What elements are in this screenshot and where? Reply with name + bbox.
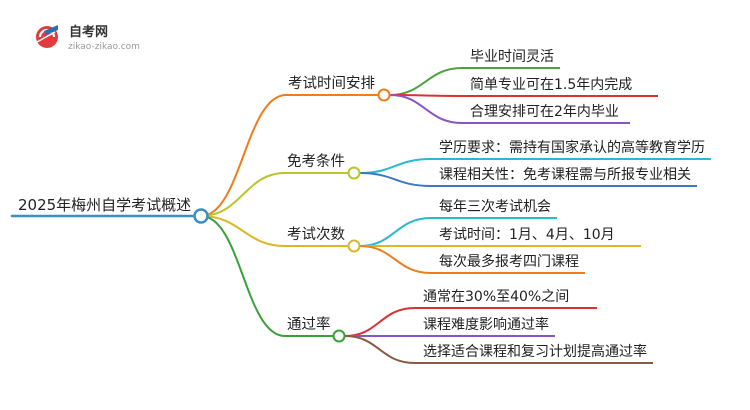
leaf-label: 毕业时间灵活: [470, 49, 554, 65]
branch-label: 考试次数: [287, 226, 345, 243]
leaf-connector: [359, 172, 432, 187]
leaf-label: 课程难度影响通过率: [423, 316, 549, 333]
branch-node-circle: [332, 329, 346, 343]
leaf-connector: [344, 307, 416, 337]
leaf-connector: [344, 335, 416, 364]
branch-label: 通过率: [287, 316, 331, 333]
branch-node-circle: [347, 239, 361, 253]
connector-lines: [10, 67, 711, 364]
root-node-circle: [193, 208, 209, 224]
leaf-connector: [359, 217, 432, 247]
leaf-connector: [389, 94, 463, 124]
leaf-label: 每次最多报考四门课程: [439, 253, 579, 270]
leaf-label: 课程相关性：免考课程需与所报专业相关: [439, 167, 691, 183]
branch-connector: [200, 215, 286, 337]
branch-node-circle: [347, 166, 361, 180]
leaf-label: 学历要求：需持有国家承认的高等教育学历: [439, 139, 705, 156]
leaf-label: 考试时间：1月、4月、10月: [439, 227, 615, 243]
logo-title: 自考网: [69, 24, 108, 40]
leaf-label: 选择适合课程和复习计划提高通过率: [423, 343, 647, 360]
leaf-connector: [389, 67, 463, 96]
leaf-label: 每年三次考试机会: [439, 199, 551, 215]
leaf-label: 简单专业可在1.5年内完成: [470, 76, 632, 93]
leaf-label: 通常在30%至40%之间: [423, 289, 569, 305]
mindmap-nodes: 2025年梅州自学考试概述 考试时间安排 毕业时间灵活简单专业可在1.5年内完成合理…: [18, 49, 705, 360]
logo: 自考网 zikao-zikao.com: [36, 24, 140, 52]
leaf-connector: [359, 158, 432, 174]
leaf-connector: [359, 245, 432, 274]
branch-label: 考试时间安排: [288, 75, 375, 92]
branch-connector: [200, 172, 286, 217]
root-node-label: 2025年梅州自学考试概述: [18, 196, 191, 214]
branch-node-circle: [377, 88, 391, 102]
leaf-label: 合理安排可在2年内毕业: [470, 104, 619, 120]
logo-subtitle: zikao-zikao.com: [68, 42, 140, 52]
branch-connector: [200, 215, 286, 247]
branch-connector: [200, 94, 287, 217]
logo-mark-icon: [36, 25, 58, 48]
branch-label: 免考条件: [287, 153, 345, 170]
